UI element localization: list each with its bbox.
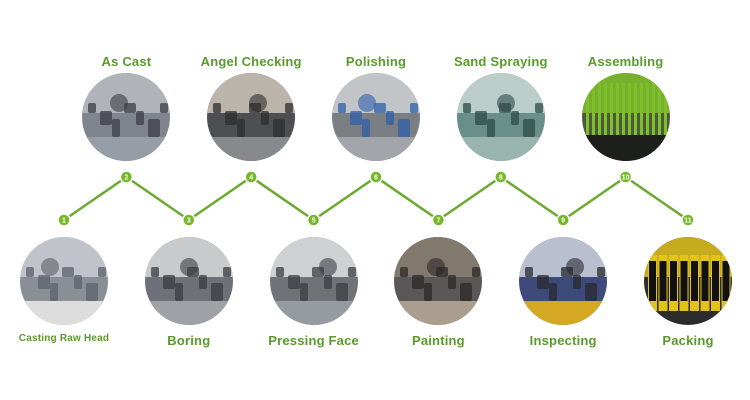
raw-castings-photo xyxy=(82,73,171,161)
step-node-number: 5 xyxy=(312,218,316,225)
step-node-number: 6 xyxy=(374,175,378,182)
drill-press-photo xyxy=(144,237,233,325)
inspecting-photo xyxy=(519,237,608,325)
step-node-11: 11 xyxy=(681,213,695,227)
step-node-circle xyxy=(494,170,508,184)
step-node-number: 2 xyxy=(124,175,128,182)
step-node-number: 10 xyxy=(622,175,630,182)
packing-photo xyxy=(644,237,732,325)
angle-checking-photo xyxy=(207,73,296,161)
step-node-circle xyxy=(556,213,570,227)
step-label-4: Angel Checking xyxy=(200,54,302,69)
step-node-circle xyxy=(306,213,321,227)
step-node-7: 7 xyxy=(431,213,446,227)
step-node-circle xyxy=(369,170,383,184)
pressing-machine-photo xyxy=(269,237,358,325)
assembling-photo xyxy=(581,73,670,161)
step-node-circle xyxy=(119,170,134,184)
step-label-10: Assembling xyxy=(587,54,664,69)
step-node-number: 1 xyxy=(62,218,66,225)
step-node-number: 3 xyxy=(187,218,191,225)
step-label-7: Painting xyxy=(411,333,465,348)
step-node-8: 8 xyxy=(494,170,508,184)
step-node-number: 9 xyxy=(561,218,565,225)
step-node-5: 5 xyxy=(306,213,321,227)
step-label-9: Inspecting xyxy=(529,333,597,348)
step-label-1: Casting Raw Head xyxy=(18,333,110,344)
sand-spraying-photo xyxy=(456,73,545,161)
step-node-number: 8 xyxy=(499,175,503,182)
painting-photo xyxy=(394,237,483,325)
polishing-photo xyxy=(332,73,420,161)
step-node-number: 11 xyxy=(684,218,692,225)
step-node-circle xyxy=(182,213,196,227)
step-label-8: Sand Spraying xyxy=(453,54,548,69)
step-node-3: 3 xyxy=(182,213,196,227)
step-label-11: Packing xyxy=(662,333,714,348)
step-node-circle xyxy=(618,170,633,184)
step-node-6: 6 xyxy=(369,170,383,184)
step-node-4: 4 xyxy=(244,170,258,184)
step-node-2: 2 xyxy=(119,170,134,184)
step-nodes: 1 2 3 4 5 6 7 8 9 10 11 xyxy=(57,170,695,227)
step-node-number: 7 xyxy=(436,218,440,225)
step-node-circle xyxy=(431,213,446,227)
step-label-2: As Cast xyxy=(101,54,152,69)
step-node-circle xyxy=(244,170,258,184)
step-node-10: 10 xyxy=(618,170,633,184)
step-node-circle xyxy=(681,213,695,227)
step-node-1: 1 xyxy=(57,213,71,227)
step-node-circle xyxy=(57,213,71,227)
casting-rack-photo xyxy=(20,237,108,325)
step-label-6: Polishing xyxy=(345,54,407,69)
step-label-3: Boring xyxy=(167,333,211,348)
step-label-5: Pressing Face xyxy=(268,333,359,348)
step-node-9: 9 xyxy=(556,213,570,227)
step-node-number: 4 xyxy=(249,175,253,182)
